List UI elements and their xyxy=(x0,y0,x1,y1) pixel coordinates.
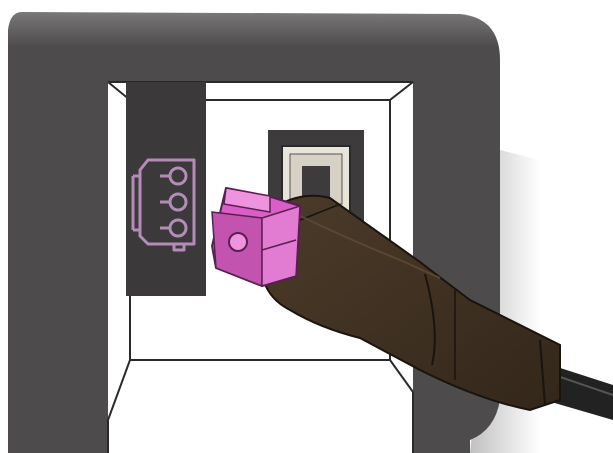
brown-cable-boot xyxy=(258,194,561,412)
pink-power-plug xyxy=(211,187,301,288)
power-socket xyxy=(126,82,206,296)
